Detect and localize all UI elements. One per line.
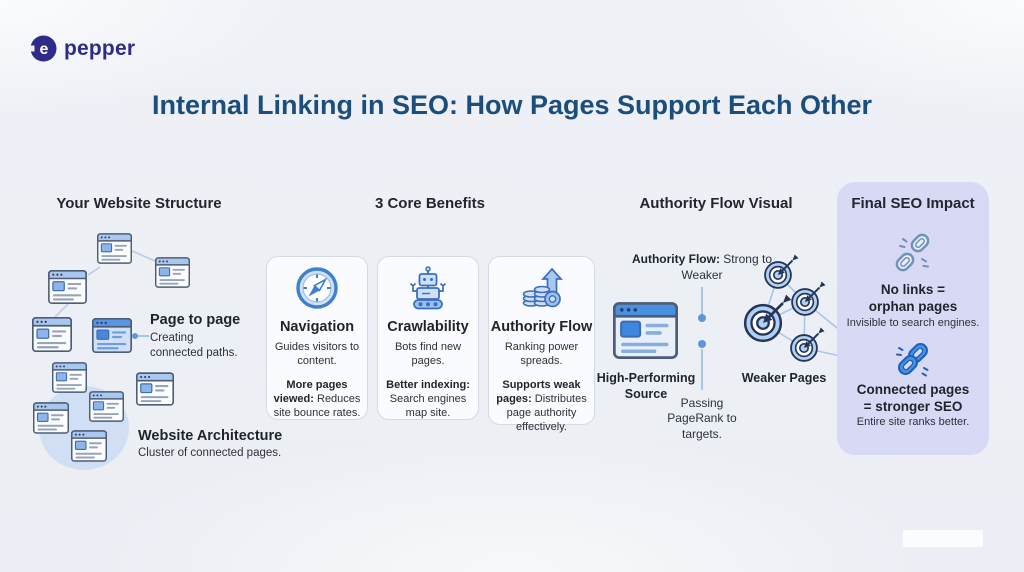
target-icon [790, 326, 826, 362]
browser-window-icon [136, 372, 174, 406]
brand-logo: e pepper [30, 35, 135, 62]
browser-window-icon [613, 302, 678, 359]
authority-flow-label: Authority Flow: Strong to Weaker [627, 252, 777, 283]
benefit-card-crawlability: Crawlability Bots find new pages. Better… [377, 256, 479, 420]
authority-flow-label-rest: Strong to Weaker [681, 252, 772, 282]
connected-pages-desc: Entire site ranks better. [856, 416, 970, 428]
browser-window-highlighted-icon [92, 318, 132, 353]
browser-window-icon [89, 391, 124, 422]
benefit-title: Crawlability [387, 319, 469, 335]
robot-icon [409, 266, 447, 310]
orphan-pages-desc: Invisible to search engines. [846, 317, 980, 329]
browser-window-icon [32, 317, 72, 352]
benefit-desc: Ranking power spreads. [504, 341, 579, 368]
page-to-page-desc: Creating connected paths. [150, 332, 238, 359]
target-icon [743, 293, 793, 343]
website-architecture-title: Website Architecture [138, 428, 283, 444]
flow-connector-dot [698, 340, 706, 348]
website-structure-illustration [32, 233, 190, 353]
final-seo-impact-panel [837, 182, 989, 455]
flow-connector-dot [698, 314, 706, 322]
benefit-highlight-rest: Reduces site bounce rates. [273, 392, 361, 420]
browser-window-icon [33, 402, 69, 434]
benefit-highlight-bold: More pages viewed: [273, 378, 348, 405]
benefit-highlight-bold: Better indexing: [386, 378, 470, 391]
browser-window-icon [71, 430, 107, 462]
benefit-highlight: More pages viewed: Reduces site bounce r… [267, 378, 367, 421]
benefit-highlight: Better indexing: Search engines map site… [378, 378, 478, 421]
passing-pagerank-label: Passing PageRank to targets. [667, 396, 737, 441]
page-title: Internal Linking in SEO: How Pages Suppo… [151, 90, 873, 120]
website-architecture-desc: Cluster of connected pages. [138, 447, 282, 459]
broken-chain-icon [895, 233, 930, 272]
weaker-pages-network-illustration [743, 253, 846, 362]
high-performing-source-illustration [613, 302, 678, 359]
heading-authority-flow: Authority Flow Visual [639, 195, 793, 212]
authority-flow-label-bold: Authority Flow: [631, 252, 720, 266]
heading-final-seo-impact: Final SEO Impact [851, 195, 975, 212]
website-architecture-illustration [33, 362, 174, 470]
browser-window-icon [97, 233, 132, 264]
coins-growth-icon [522, 267, 563, 308]
chain-icon [896, 343, 929, 377]
target-icon [764, 253, 800, 289]
source-label: High-Performing Source [596, 371, 696, 402]
benefit-card-navigation: Navigation Guides visitors to content. M… [266, 256, 368, 420]
benefit-desc: Bots find new pages. [394, 341, 462, 368]
benefit-highlight: Supports weak pages: Distributes page au… [489, 378, 594, 435]
benefit-highlight-rest: Search engines map site. [389, 392, 467, 420]
heading-website-structure: Your Website Structure [56, 195, 222, 212]
benefit-title: Navigation [279, 319, 355, 335]
benefit-highlight-bold: Supports weak pages: [496, 378, 581, 405]
flow-connector-line [701, 349, 703, 390]
benefit-highlight-rest: Distributes page authority effectively. [506, 392, 587, 434]
orphan-pages-title: No links = orphan pages [868, 282, 958, 314]
benefit-desc: Guides visitors to content. [274, 341, 360, 368]
heading-core-benefits: 3 Core Benefits [374, 195, 486, 212]
brand-name: pepper [64, 36, 136, 60]
browser-window-icon [155, 257, 190, 288]
page-to-page-title: Page to page [150, 312, 241, 328]
browser-window-icon [52, 362, 87, 393]
target-icon [791, 280, 827, 316]
connected-pages-title: Connected pages = stronger SEO [856, 382, 970, 414]
svg-text:e: e [40, 41, 49, 58]
benefit-card-authority-flow: Authority Flow Ranking power spreads. Su… [488, 256, 595, 433]
flow-connector-line [701, 287, 703, 317]
watermark-area [903, 530, 983, 547]
weaker-pages-label: Weaker Pages [741, 371, 827, 385]
pepper-logo-icon: e [30, 35, 57, 62]
browser-window-icon [48, 270, 87, 304]
compass-icon [296, 267, 338, 309]
benefit-title: Authority Flow [490, 319, 593, 335]
